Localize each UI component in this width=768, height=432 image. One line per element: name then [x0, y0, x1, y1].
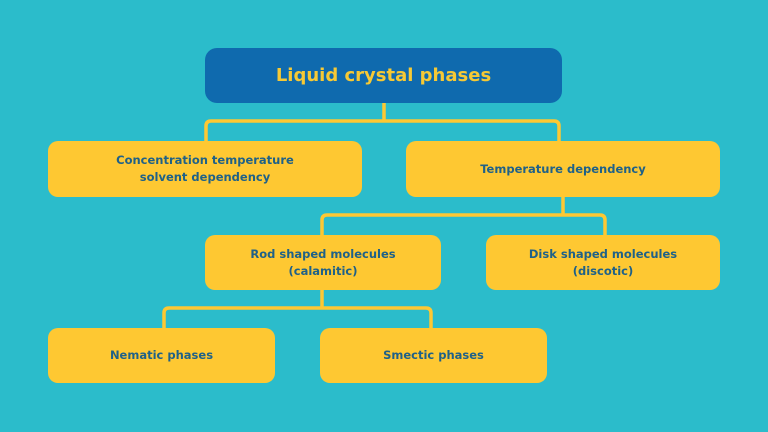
node-label-line: (calamitic) — [288, 263, 358, 278]
node-concentration-dependency: Concentration temperature solvent depend… — [48, 141, 362, 197]
node-label-line: Disk shaped molecules — [528, 246, 678, 261]
node-smectic-phases: Smectic phases — [320, 328, 547, 383]
node-label-line: (discotic) — [572, 263, 634, 278]
connector-root-to-children — [204, 103, 561, 141]
node-label-line: Rod shaped molecules — [250, 246, 396, 261]
node-label-line: Temperature dependency — [480, 161, 646, 176]
node-rod-shaped-molecules: Rod shaped molecules (calamitic) — [205, 235, 441, 290]
root-node-liquid-crystal-phases: Liquid crystal phases — [205, 48, 562, 103]
root-node-label: Liquid crystal phases — [275, 65, 492, 86]
node-label-line: solvent dependency — [139, 170, 271, 184]
node-label-line: Smectic phases — [383, 348, 484, 362]
node-temperature-dependency: Temperature dependency — [406, 141, 720, 197]
node-label-line: Nematic phases — [109, 348, 214, 362]
node-nematic-phases: Nematic phases — [48, 328, 275, 383]
connector-rod-to-children — [162, 290, 433, 328]
connector-temperature-to-children — [320, 197, 607, 235]
node-label-line: Concentration temperature — [116, 153, 294, 167]
node-disk-shaped-molecules: Disk shaped molecules (discotic) — [486, 235, 720, 290]
